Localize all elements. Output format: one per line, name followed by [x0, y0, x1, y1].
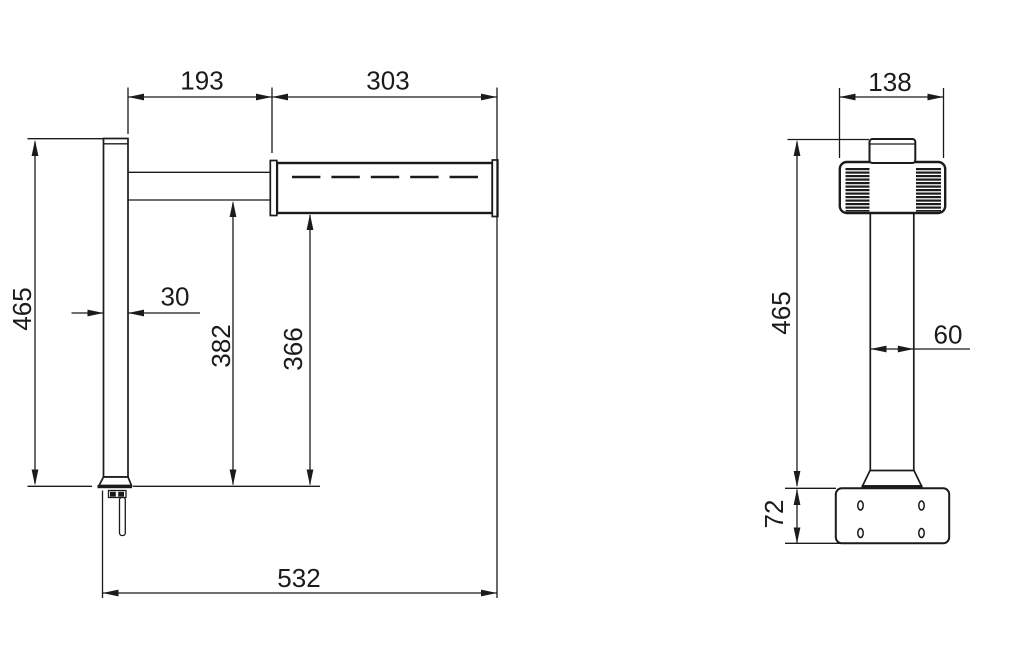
arrowhead	[793, 489, 801, 505]
post-foot-flange	[97, 476, 133, 487]
arrowhead	[793, 140, 801, 156]
arrowhead	[31, 140, 39, 156]
flange-base-bar	[861, 485, 923, 489]
arrowhead	[897, 345, 914, 353]
dim-label-overall-height-front: 465	[766, 291, 796, 334]
clamp-block	[107, 489, 127, 499]
arrowhead	[306, 214, 314, 230]
arrowhead	[927, 93, 944, 101]
dim-label-post-width-front: 60	[934, 320, 963, 350]
flange-base-bar	[97, 485, 132, 489]
head-top-cap	[868, 138, 917, 164]
dim-label-overall-reach: 532	[277, 563, 320, 593]
dim-label-head-width: 138	[868, 67, 911, 97]
base-plate	[834, 487, 951, 545]
arrowhead	[793, 471, 801, 487]
front-view: 138 465 60 72	[759, 67, 970, 545]
dim-label-post-width-side: 30	[161, 282, 190, 312]
dim-label-head-length: 303	[366, 66, 409, 96]
post-foot-flange	[861, 469, 923, 487]
screw-hole	[918, 500, 925, 511]
screw-hole	[918, 527, 925, 539]
dim-label-overall-height-side: 465	[7, 287, 37, 330]
arrowhead	[128, 93, 144, 101]
arrowhead	[229, 469, 237, 486]
head-left-cap	[269, 159, 278, 217]
post	[102, 137, 129, 478]
arrowhead	[481, 589, 497, 597]
clamp-rod	[118, 496, 126, 537]
head-right-cap	[491, 159, 499, 218]
dim-label-arm-underside: 382	[206, 324, 236, 367]
arrowhead	[793, 527, 801, 544]
screw-hole	[857, 527, 864, 539]
arrowhead	[256, 93, 272, 101]
side-view: 465 193 303 30 382 366 532	[7, 66, 499, 598]
arrowhead	[839, 93, 856, 101]
dim-label-base-height: 72	[759, 500, 789, 529]
vent-grille-right	[916, 168, 941, 212]
arrowhead	[31, 469, 39, 486]
arrowhead	[102, 589, 119, 597]
vent-grille-left	[845, 168, 870, 212]
dim-label-arm-offset: 193	[180, 66, 223, 96]
dim-label-head-underside: 366	[278, 327, 308, 370]
arrowhead	[87, 309, 104, 317]
arrowhead	[128, 309, 144, 317]
arrowhead	[870, 345, 887, 353]
arrowhead	[229, 201, 237, 217]
screw-hole	[857, 500, 864, 511]
arrowhead	[306, 469, 314, 486]
clamp-block-detail	[118, 491, 124, 497]
arrowhead	[481, 93, 497, 101]
arrowhead	[272, 93, 288, 101]
lamp-head	[275, 161, 494, 215]
clamp-block-detail	[110, 491, 116, 497]
